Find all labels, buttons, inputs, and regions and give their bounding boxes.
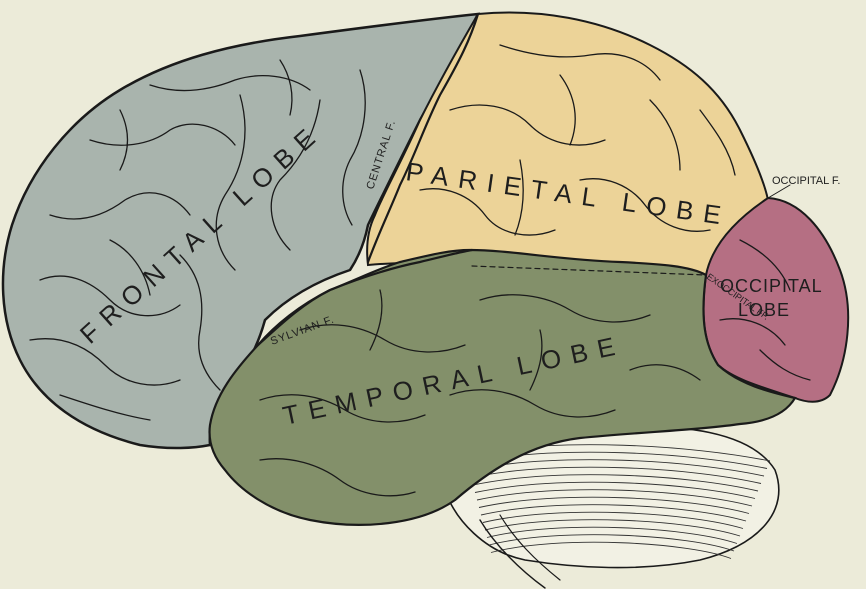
occipital-fissure-label: OCCIPITAL F.	[772, 175, 840, 187]
